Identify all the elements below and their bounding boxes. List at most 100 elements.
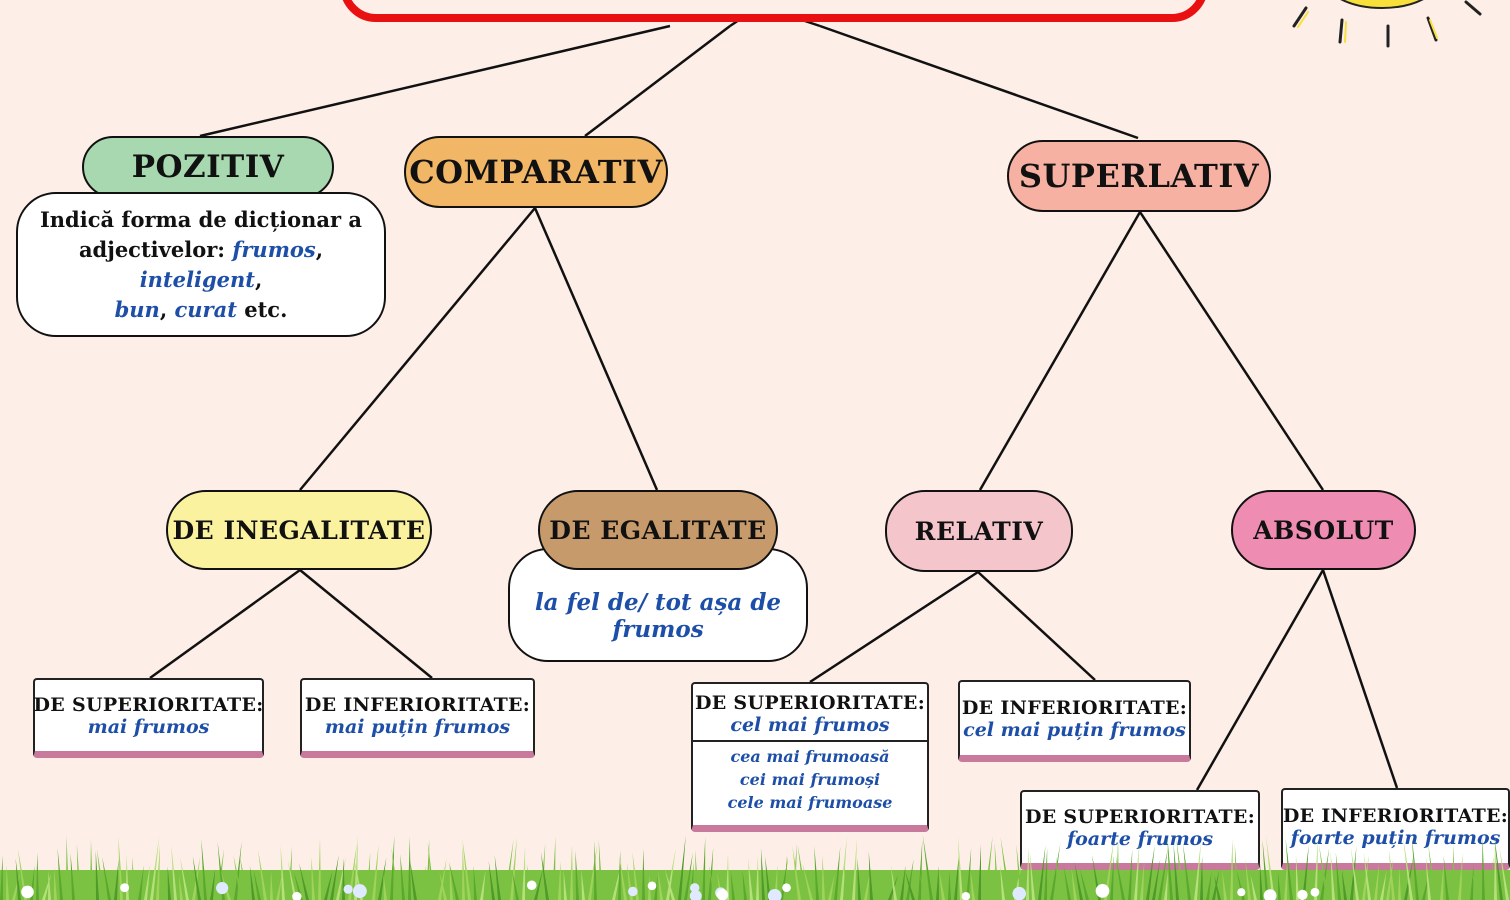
grass-blade — [1140, 860, 1145, 900]
grass-blade — [480, 869, 486, 900]
flower-icon — [767, 888, 782, 900]
grass-blade — [383, 872, 387, 900]
root-box — [340, 0, 1208, 22]
grass-blade — [594, 840, 597, 900]
grass-blade — [210, 868, 216, 900]
grass-blade — [0, 855, 3, 900]
card-form-masc-plural: cei mai frumoși — [739, 770, 881, 789]
grass-blade — [1038, 844, 1046, 900]
card-title: DE SUPERIORITATE: — [1024, 805, 1256, 828]
grass-blade — [420, 865, 426, 900]
edge-absolut-inf — [1321, 569, 1399, 789]
grass-blade — [1000, 837, 1011, 900]
flower-icon — [1263, 889, 1277, 900]
grass-blade — [626, 862, 633, 900]
grass-blade — [939, 870, 945, 900]
grass-blade — [76, 844, 81, 900]
grass-blade — [102, 856, 111, 900]
grass-blade — [1425, 856, 1431, 900]
grass-blade — [1278, 872, 1281, 900]
grass-blade — [1116, 838, 1119, 900]
node-inegalitate: DE INEGALITATE — [166, 490, 432, 570]
grass-blade — [598, 839, 603, 900]
grass-blade — [1403, 837, 1413, 900]
card-title: DE SUPERIORITATE: — [33, 693, 264, 716]
grass-blade — [834, 846, 841, 900]
grass-blade — [1386, 858, 1394, 900]
grass-blade — [473, 866, 477, 900]
grass-blade — [180, 857, 189, 900]
grass-blade — [156, 845, 161, 900]
comma: , — [254, 266, 263, 292]
grass-blade — [391, 847, 399, 900]
grass-blade — [954, 852, 960, 900]
flower-icon — [628, 886, 638, 897]
grass-blade — [150, 836, 160, 900]
grass-blade — [217, 841, 225, 900]
grass-blade — [1411, 836, 1419, 900]
grass-blade — [1230, 838, 1233, 900]
grass-blade — [57, 848, 63, 900]
grass-blade — [1302, 844, 1309, 900]
grass-blade — [1128, 849, 1133, 900]
grass-blade — [702, 837, 706, 900]
node-pozitiv: POZITIV — [82, 136, 334, 198]
grass-blade — [1200, 856, 1203, 900]
grass-blade — [353, 857, 363, 900]
grass-blade — [792, 845, 801, 900]
grass-blade — [802, 863, 813, 900]
grass-blade — [192, 856, 201, 900]
flower-icon — [21, 885, 34, 899]
pozitiv-desc-line1: Indică forma de dicționar a — [39, 206, 363, 232]
grass-blade — [1029, 852, 1035, 900]
grass-blade — [372, 844, 379, 900]
grass-blade — [192, 856, 201, 900]
flower-icon — [120, 883, 130, 893]
grass-blade — [1222, 870, 1227, 900]
card-example: cel mai puțin frumos — [963, 718, 1186, 741]
grass-blade — [1245, 859, 1251, 900]
grass-blade — [54, 867, 57, 900]
flower-icon — [1310, 887, 1320, 897]
flower-icon — [690, 883, 700, 893]
grass-blade — [1234, 844, 1239, 900]
edge-superlativ-absolut — [1138, 211, 1325, 491]
grass-blade — [843, 865, 849, 900]
example-frumos: frumos — [232, 236, 316, 262]
grass-blade — [1158, 846, 1169, 900]
grass-blade — [864, 868, 871, 900]
grass-blade — [1063, 865, 1071, 900]
grass-blade — [42, 872, 52, 900]
grass-blade — [1079, 867, 1089, 900]
grass-blade — [1212, 869, 1220, 900]
grass-blade — [293, 871, 303, 900]
grass-blade — [868, 851, 873, 900]
egalitate-example: la fel de/ tot așa de frumos — [534, 589, 782, 643]
grass-blade — [990, 867, 995, 900]
grass-blade — [90, 839, 93, 900]
grass-blade — [1164, 871, 1168, 900]
grass-blade — [1071, 868, 1077, 900]
edge-superlativ-relativ — [978, 211, 1142, 491]
grass-blade — [1236, 870, 1245, 900]
grass-blade — [760, 848, 765, 900]
grass-blade — [1285, 838, 1293, 900]
grass-blade — [1330, 851, 1335, 900]
flower-icon — [689, 890, 702, 900]
grass-blade — [1214, 874, 1221, 900]
grass-blade — [900, 865, 906, 900]
grass-blade — [1265, 836, 1275, 900]
grass-blade — [409, 859, 417, 900]
pozitiv-desc-line3: bun, curat etc. — [115, 295, 288, 325]
grass-blade — [36, 852, 39, 900]
grass-blade — [270, 870, 273, 900]
edge-root-pozitiv — [199, 24, 671, 138]
grass-blade — [708, 847, 714, 900]
flower-icon — [343, 884, 353, 894]
grass-blade — [828, 874, 835, 900]
grass-blade — [167, 866, 171, 900]
grass-blade — [299, 862, 309, 900]
grass-blade — [948, 871, 951, 900]
flower-icon — [216, 882, 229, 895]
flower-icon — [1297, 889, 1308, 900]
